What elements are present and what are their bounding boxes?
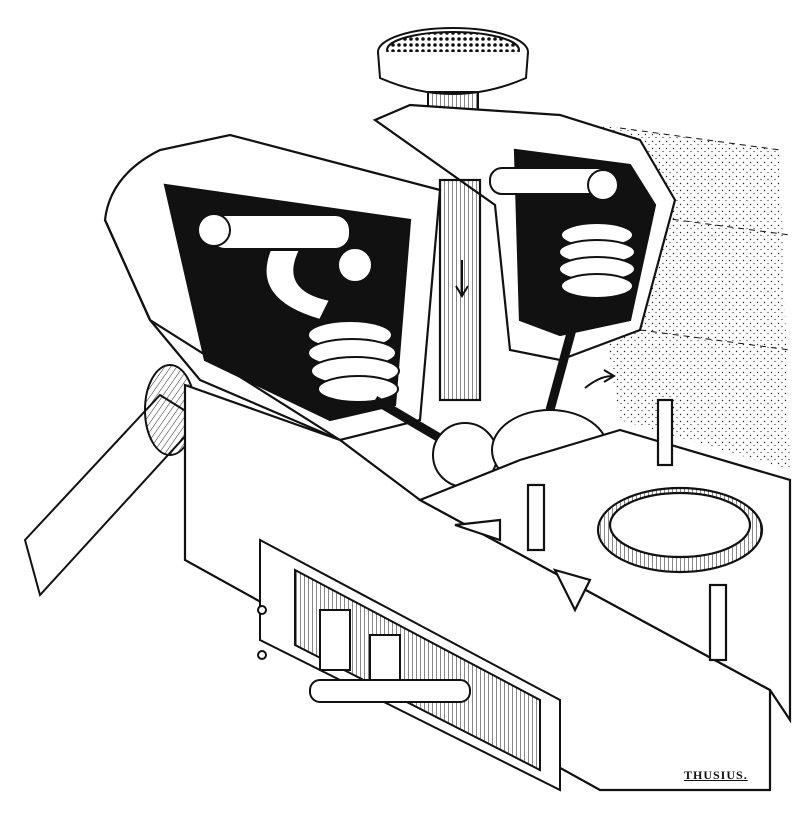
rocker-arm-right [489,167,619,201]
pushrod-chamber [257,538,561,792]
rocker-arm-left [197,213,373,322]
flow-arrows [455,260,616,389]
fan-blade [23,364,202,598]
engine-block [183,383,792,792]
artist-signature: THUSIUS. [684,768,748,782]
valve-spring-left [307,320,498,488]
